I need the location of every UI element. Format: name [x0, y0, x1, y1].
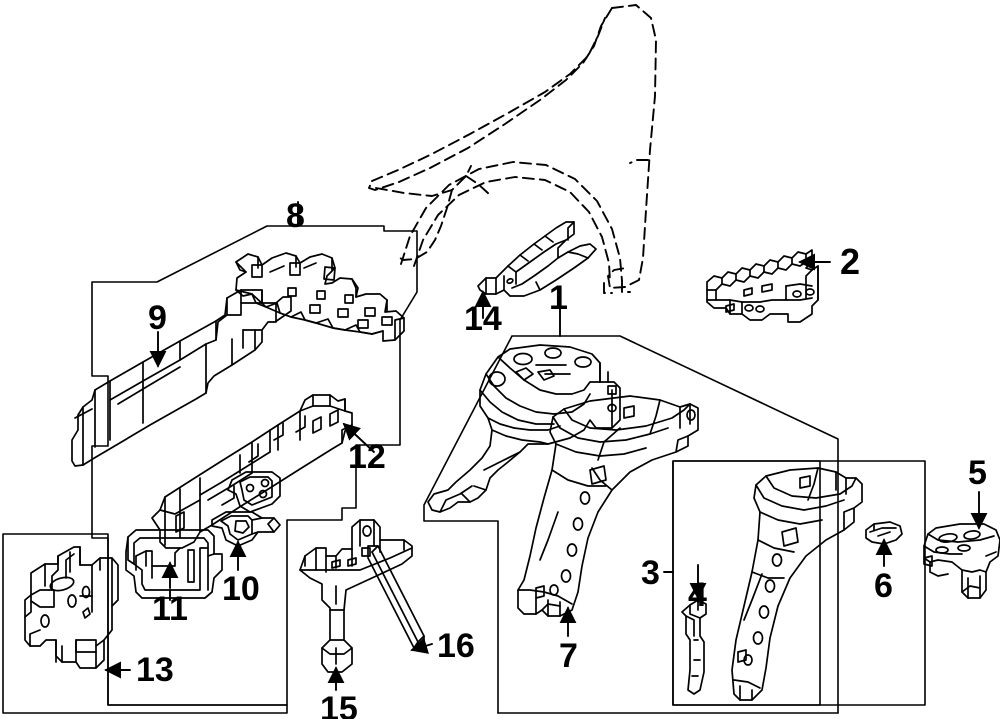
- part-4-pillar-reinforcement-strip: [681, 599, 707, 695]
- callout-label-7[interactable]: 7: [559, 637, 578, 675]
- callout-label-9[interactable]: 9: [148, 299, 167, 337]
- part-8-frame-rail-assembly: [235, 252, 405, 342]
- callout-label-11[interactable]: 11: [152, 590, 188, 628]
- callout-label-8[interactable]: 8: [286, 197, 305, 235]
- group-8-outline: [91, 225, 418, 706]
- leader-12: [342, 422, 375, 453]
- part-7-hinge-pillar-lower: [517, 395, 699, 617]
- callout-label-12[interactable]: 12: [348, 438, 386, 476]
- callout-label-1[interactable]: 1: [549, 279, 568, 317]
- part-15-battery-tray-bracket: [299, 519, 413, 673]
- part-11-side-member-closing-plate: [125, 529, 223, 599]
- leader-16: [410, 637, 433, 654]
- callout-label-3[interactable]: 3: [641, 554, 660, 592]
- part-16-tray-stay-rod: [367, 545, 425, 649]
- group-3-box-right: [672, 460, 926, 706]
- part-12-front-side-member-lower: [151, 394, 353, 549]
- callout-label-14[interactable]: 14: [464, 300, 502, 338]
- callout-label-10[interactable]: 10: [222, 570, 260, 608]
- part-10-triangular-gusset-plate: [211, 471, 281, 547]
- callout-label-5[interactable]: 5: [968, 454, 987, 492]
- front-fender-panel-outline: [368, 4, 657, 294]
- callout-label-15[interactable]: 15: [320, 690, 358, 719]
- part-2-radiator-support-side-bracket: [706, 249, 819, 323]
- callout-label-2[interactable]: 2: [840, 241, 861, 282]
- part-3-hinge-pillar-assembly: [731, 467, 863, 701]
- callout-label-6[interactable]: 6: [874, 567, 893, 605]
- callout-label-4[interactable]: 4: [688, 576, 707, 614]
- callout-label-13[interactable]: 13: [136, 651, 174, 689]
- part-5-suspension-mount-gusset: [923, 523, 1000, 599]
- part-9-front-side-member-upper: [71, 289, 292, 467]
- part-14-fender-support-bracket: [477, 221, 597, 297]
- part-13-shock-tower-bracket: [24, 546, 119, 669]
- group-13-box: [2, 533, 288, 714]
- callout-label-16[interactable]: 16: [437, 627, 475, 665]
- group-1-boundary: [423, 335, 839, 714]
- callout-leaders: [104, 201, 988, 691]
